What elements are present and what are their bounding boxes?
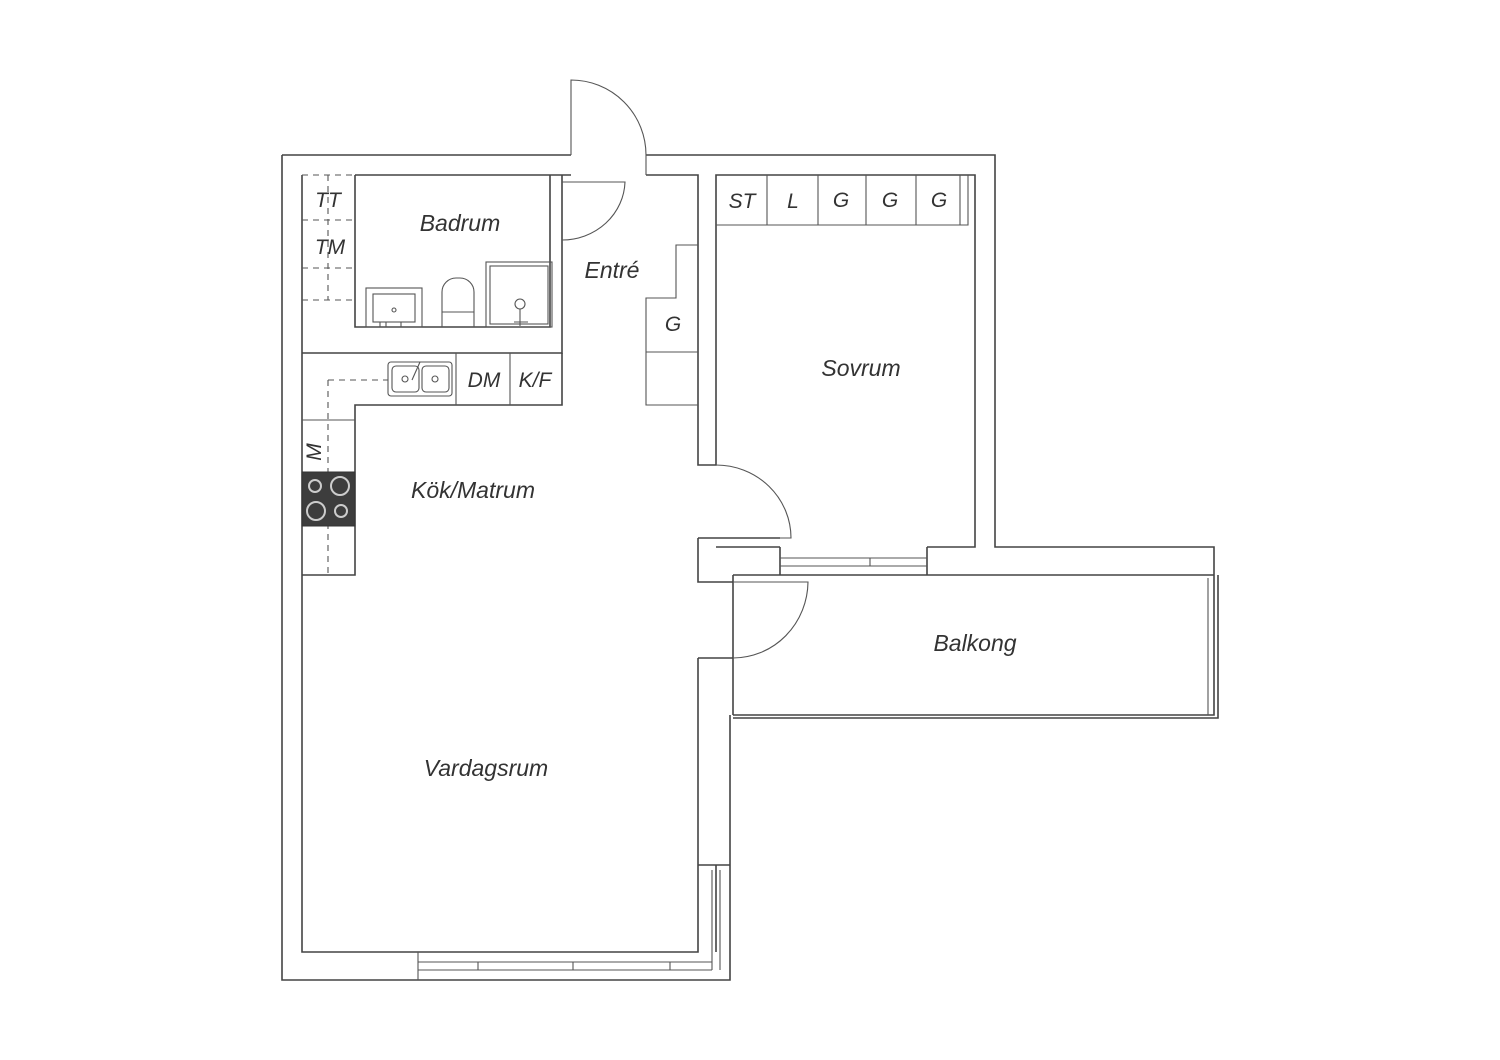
room-label-living: Vardagsrum xyxy=(424,755,548,781)
bedroom-wardrobes xyxy=(716,175,969,226)
entry-wardrobe xyxy=(645,244,698,406)
bathroom-fixtures xyxy=(302,174,553,328)
toilet-icon xyxy=(441,277,475,327)
room-labels: Badrum Entré Sovrum Kök/Matrum Vardagsru… xyxy=(411,210,1017,781)
room-label-balcony: Balkong xyxy=(933,630,1016,656)
fixture-label-st: ST xyxy=(729,190,758,213)
fixture-label-l: L xyxy=(787,190,799,213)
fixture-label-g3: G xyxy=(931,189,947,212)
fixture-label-tm: TM xyxy=(315,236,346,259)
kitchen-fixtures xyxy=(301,353,511,575)
room-label-bedroom: Sovrum xyxy=(821,355,900,381)
washbasin-icon xyxy=(365,287,423,328)
stove-icon xyxy=(301,471,356,527)
walls xyxy=(281,154,1219,981)
room-label-entry: Entré xyxy=(585,257,640,283)
shower-icon xyxy=(485,261,553,328)
fixture-label-g2: G xyxy=(882,189,898,212)
fixture-label-kf: K/F xyxy=(519,369,553,392)
room-label-bathroom: Badrum xyxy=(420,210,501,236)
fixture-label-g1: G xyxy=(833,189,849,212)
room-label-kitchen: Kök/Matrum xyxy=(411,477,535,503)
fixture-label-m: M xyxy=(303,443,326,461)
doors xyxy=(561,79,809,659)
fixture-label-entry-g: G xyxy=(665,313,681,336)
windows xyxy=(417,557,1209,980)
fixture-label-tt: TT xyxy=(315,189,343,212)
fixture-labels: TT TM ST L G G G G DM K/F M xyxy=(303,189,947,461)
fixture-label-dm: DM xyxy=(468,369,501,392)
kitchen-sink-icon xyxy=(387,361,453,397)
